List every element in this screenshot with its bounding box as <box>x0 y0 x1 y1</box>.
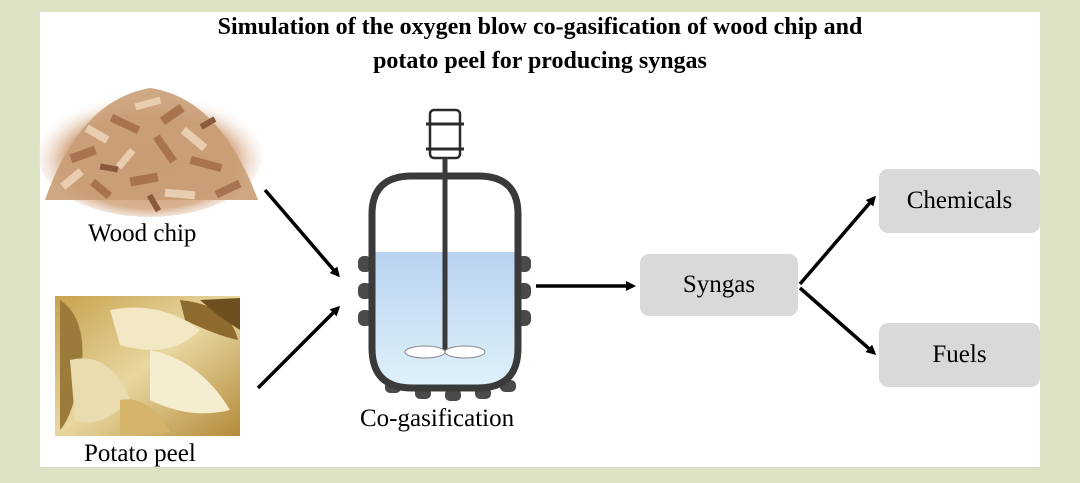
wood-chip-image <box>38 88 262 217</box>
reactor-label: Co-gasification <box>360 405 515 432</box>
chemicals-box: Chemicals <box>879 169 1040 233</box>
diagram-title: Simulation of the oxygen blow co-gasific… <box>40 10 1040 78</box>
potato-peel-label: Potato peel <box>84 440 196 467</box>
chemicals-label: Chemicals <box>906 187 1013 214</box>
reactor-vessel-icon <box>358 108 531 401</box>
fuels-box: Fuels <box>879 323 1040 387</box>
arrow-woodchip-to-reactor <box>263 188 340 278</box>
arrow-syngas-to-fuels <box>798 286 877 355</box>
fuels-label: Fuels <box>932 341 987 368</box>
title-line-2: potato peel for producing syngas <box>373 48 707 74</box>
arrow-potatopeel-to-reactor <box>256 305 341 390</box>
syngas-label: Syngas <box>682 271 756 298</box>
wood-chip-label: Wood chip <box>88 220 197 247</box>
potato-peel-image <box>55 296 240 436</box>
title-line-1: Simulation of the oxygen blow co-gasific… <box>217 14 863 40</box>
syngas-box: Syngas <box>640 254 798 316</box>
arrow-syngas-to-chemicals <box>798 195 876 286</box>
